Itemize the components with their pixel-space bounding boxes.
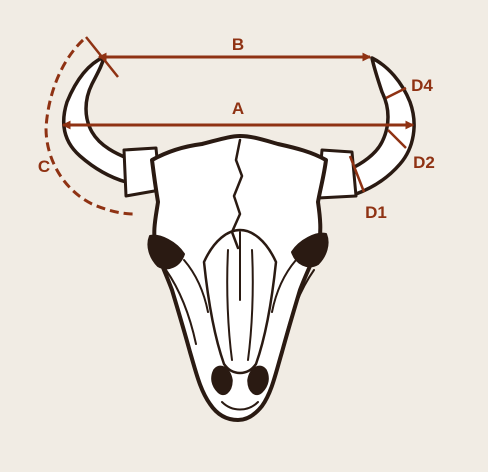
label-d1: D1 — [365, 203, 387, 222]
label-a: A — [232, 99, 244, 118]
measurement-overlay — [44, 36, 415, 216]
measure-c-curve — [44, 38, 135, 216]
bison-skull-illustration — [62, 55, 416, 422]
measure-d2-line — [387, 129, 407, 149]
left-nostril — [211, 365, 233, 396]
right-nostril — [247, 365, 269, 396]
label-c: C — [38, 157, 50, 176]
cheek-lines — [165, 259, 315, 345]
label-d2: D2 — [413, 153, 435, 172]
nasal-bones — [202, 228, 278, 375]
measure-d1-line — [348, 155, 366, 193]
nasal-ridge — [226, 231, 254, 361]
right-eye-socket — [291, 232, 329, 268]
label-b: B — [232, 35, 244, 54]
label-d4: D4 — [411, 76, 433, 95]
measure-d4-line — [385, 86, 407, 100]
left-horn — [62, 55, 134, 184]
muzzle-line — [221, 401, 259, 411]
measure-c-tick — [85, 36, 119, 78]
left-eye-socket — [147, 234, 185, 270]
